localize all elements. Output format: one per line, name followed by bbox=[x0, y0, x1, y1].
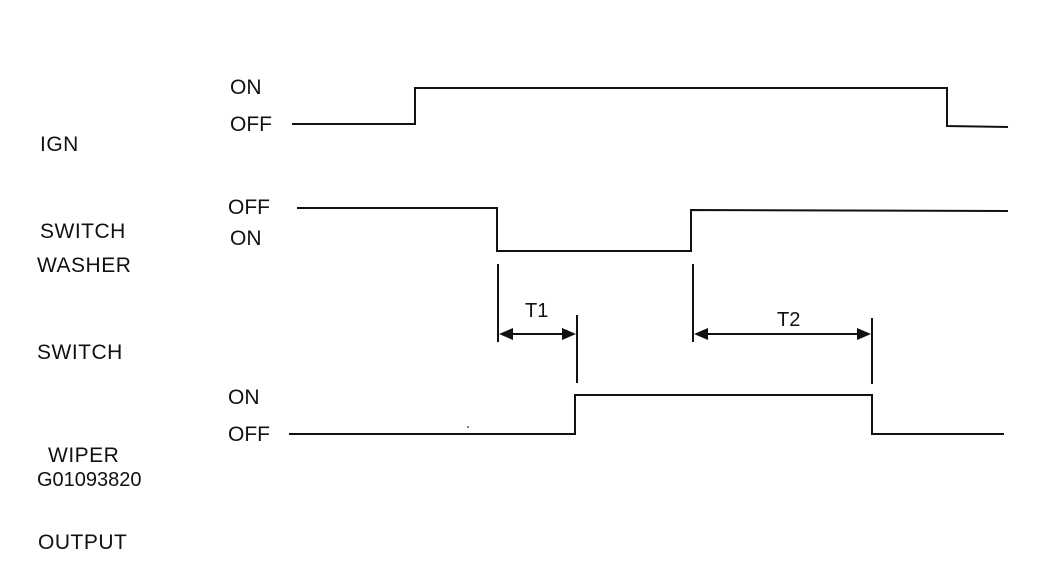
ign-switch-label: IGN SWITCH bbox=[40, 72, 126, 275]
t2-dimension-arrow bbox=[694, 328, 871, 340]
ign-on-state: ON bbox=[230, 76, 262, 99]
wiper-output-label: WIPER OUTPUT bbox=[38, 383, 127, 586]
ign-off-state: OFF bbox=[230, 113, 272, 136]
washer-switch-label: WASHER SWITCH bbox=[37, 193, 131, 396]
washer-label-line1: WASHER bbox=[37, 254, 132, 277]
t1-dimension-arrow bbox=[499, 328, 576, 340]
ign-switch-waveform bbox=[292, 87, 1009, 128]
figure-code: G01093820 bbox=[37, 469, 142, 491]
wiper-off-state: OFF bbox=[228, 423, 270, 446]
ign-label-line1: IGN bbox=[40, 133, 79, 156]
t1-label: T1 bbox=[525, 300, 549, 322]
timing-diagram bbox=[289, 87, 1009, 435]
wiper-output-waveform bbox=[289, 394, 1004, 435]
wiper-label-line2: OUTPUT bbox=[38, 531, 128, 554]
washer-on-state: ON bbox=[230, 227, 262, 250]
washer-switch-waveform bbox=[297, 207, 1009, 252]
wiper-on-state: ON bbox=[228, 386, 260, 409]
ign-label-line2: SWITCH bbox=[40, 220, 126, 243]
washer-label-line2: SWITCH bbox=[37, 341, 123, 364]
washer-off-state: OFF bbox=[228, 196, 270, 219]
t2-label: T2 bbox=[777, 309, 801, 331]
stray-mark bbox=[467, 426, 469, 428]
wiper-label-line1: WIPER bbox=[48, 444, 120, 467]
